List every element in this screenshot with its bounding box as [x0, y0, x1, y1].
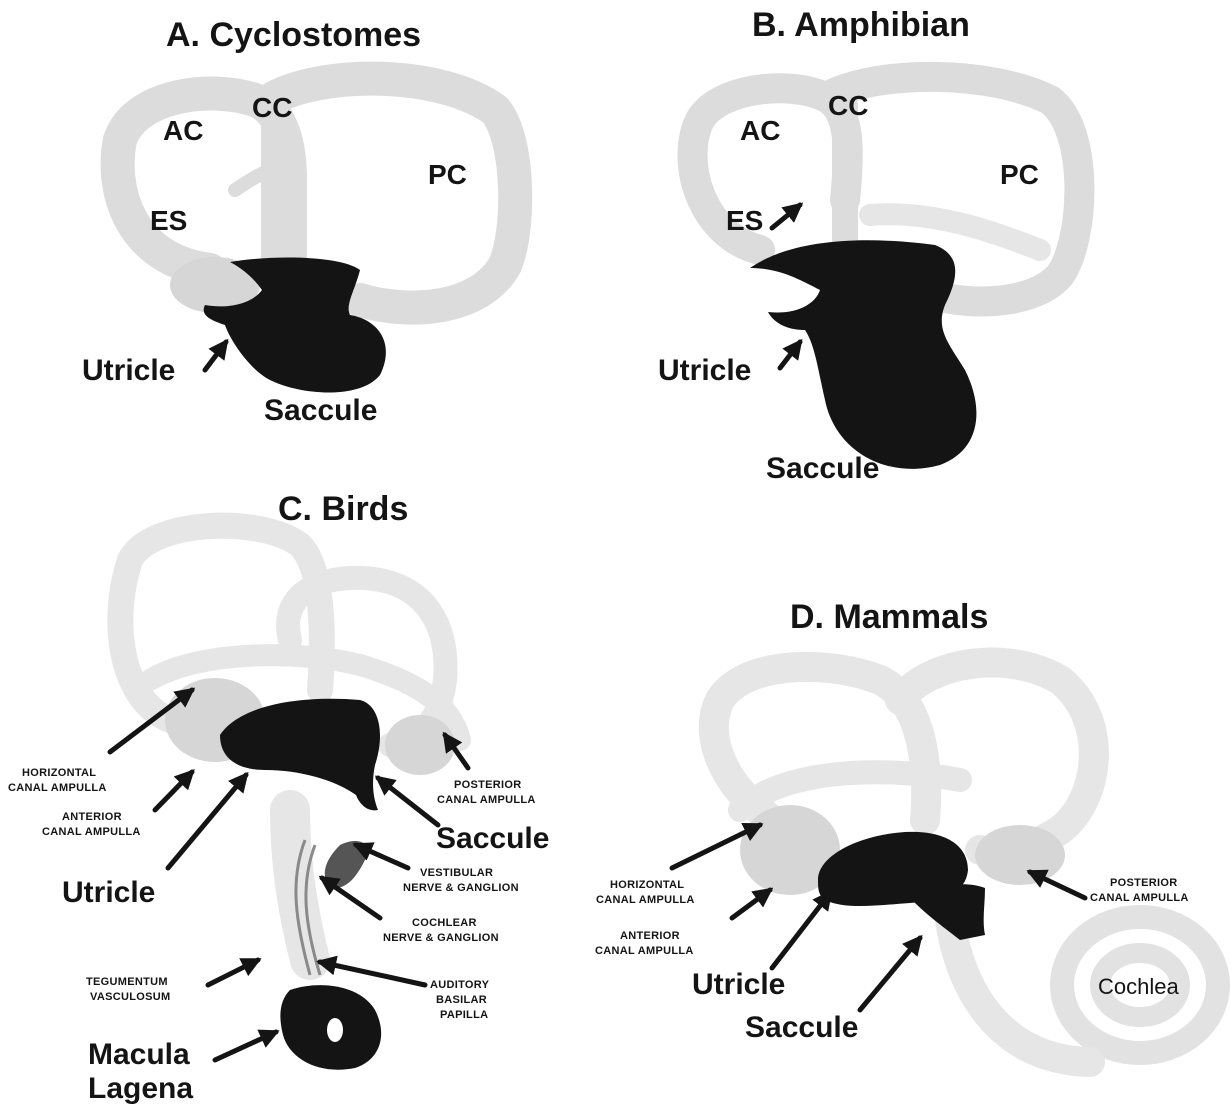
panel-c-label-vestibular-2: NERVE & GANGLION	[403, 882, 519, 894]
panel-b-label-pc: PC	[1000, 159, 1039, 190]
panel-a-utricle-arrow	[205, 342, 226, 370]
panel-d-title: D. Mammals	[790, 598, 988, 636]
panel-c-label-auditory-1: AUDITORY	[430, 979, 490, 991]
panel-c-anterior-arrow	[155, 772, 192, 810]
panel-d-label-anterior-2: CANAL AMPULLA	[595, 945, 694, 957]
panel-c-auditory-arrow	[320, 962, 425, 985]
panel-b-amphibian: B. Amphibian AC CC PC ES Utricle Saccule	[658, 6, 1079, 485]
panel-d-saccule-arrow	[860, 938, 920, 1010]
panel-c-lagena-hole	[327, 1018, 343, 1042]
panel-b-label-cc: CC	[828, 90, 868, 121]
panel-c-macula-arrow	[215, 1032, 276, 1060]
panel-d-posterior-arrow	[1030, 872, 1085, 898]
panel-c-label-anterior-2: CANAL AMPULLA	[42, 826, 141, 838]
panel-c-label-anterior-1: ANTERIOR	[62, 811, 122, 823]
panel-d-label-anterior-1: ANTERIOR	[620, 930, 680, 942]
panel-b-label-es: ES	[726, 205, 763, 236]
panel-b-label-utricle: Utricle	[658, 354, 751, 387]
panel-c-label-utricle: Utricle	[62, 876, 155, 909]
panel-c-label-cochlear-1: COCHLEAR	[412, 917, 477, 929]
panel-a-label-utricle: Utricle	[82, 354, 175, 387]
panel-a-cyclostomes: A. Cyclostomes AC CC PC ES Utricle Saccu…	[82, 16, 515, 427]
panel-a-label-saccule: Saccule	[264, 394, 377, 427]
panel-a-label-pc: PC	[428, 159, 467, 190]
panel-c-label-horizontal-2: CANAL AMPULLA	[8, 782, 107, 794]
panel-c-tegumentum-arrow	[208, 960, 258, 985]
panel-b-es-arrow	[772, 205, 800, 228]
panel-b-title: B. Amphibian	[752, 6, 970, 44]
panel-b-label-ac: AC	[740, 115, 780, 146]
panel-c-label-horizontal-1: HORIZONTAL	[22, 767, 96, 779]
panel-d-anterior-arrow	[732, 890, 770, 918]
panel-d-label-horizontal-1: HORIZONTAL	[610, 879, 684, 891]
panel-c-label-macula-1: Macula	[88, 1038, 190, 1071]
panel-c-label-auditory-2: BASILAR	[436, 994, 487, 1006]
panel-c-label-cochlear-2: NERVE & GANGLION	[383, 932, 499, 944]
panel-c-label-auditory-3: PAPILLA	[440, 1009, 488, 1021]
panel-c-label-macula-2: Lagena	[88, 1072, 193, 1105]
panel-c-label-tegumentum-2: VASCULOSUM	[90, 991, 170, 1003]
panel-c-title: C. Birds	[278, 490, 408, 528]
panel-d-mammals: D. Mammals HORIZONTAL CANAL AMPULLA ANTE…	[595, 598, 1218, 1062]
panel-d-label-posterior-2: CANAL AMPULLA	[1090, 892, 1189, 904]
panel-d-label-horizontal-2: CANAL AMPULLA	[596, 894, 695, 906]
panel-a-label-ac: AC	[163, 115, 203, 146]
panel-d-label-posterior-1: POSTERIOR	[1110, 877, 1178, 889]
panel-d-label-saccule: Saccule	[745, 1011, 858, 1044]
panel-c-posterior-ampulla	[385, 715, 455, 775]
panel-c-label-posterior-1: POSTERIOR	[454, 779, 522, 791]
panel-c-utricle-arrow	[168, 775, 246, 868]
panel-c-cochlear-arrow	[322, 878, 380, 918]
panel-a-label-es: ES	[150, 205, 187, 236]
panel-c-label-tegumentum-1: TEGUMENTUM	[86, 976, 168, 988]
panel-b-anterior-canal	[693, 88, 848, 250]
panel-c-label-posterior-2: CANAL AMPULLA	[437, 794, 536, 806]
panel-b-saccule-shape	[750, 240, 976, 469]
panel-c-label-saccule: Saccule	[436, 822, 549, 855]
panel-c-label-vestibular-1: VESTIBULAR	[420, 867, 493, 879]
panel-a-label-cc: CC	[252, 92, 292, 123]
panel-d-label-utricle: Utricle	[692, 968, 785, 1001]
panel-b-utricle-arrow	[780, 342, 800, 368]
panel-d-posterior-ampulla	[975, 825, 1065, 885]
panel-c-birds: C. Birds HORIZONTAL CANAL AMPULLA ANTERI…	[8, 490, 549, 1105]
panel-a-title: A. Cyclostomes	[166, 16, 421, 54]
panel-c-saccule-arrow	[378, 778, 438, 825]
panel-b-label-saccule: Saccule	[766, 452, 879, 485]
panel-d-utricle-arrow	[772, 893, 830, 968]
panel-d-label-cochlea: Cochlea	[1098, 974, 1179, 999]
